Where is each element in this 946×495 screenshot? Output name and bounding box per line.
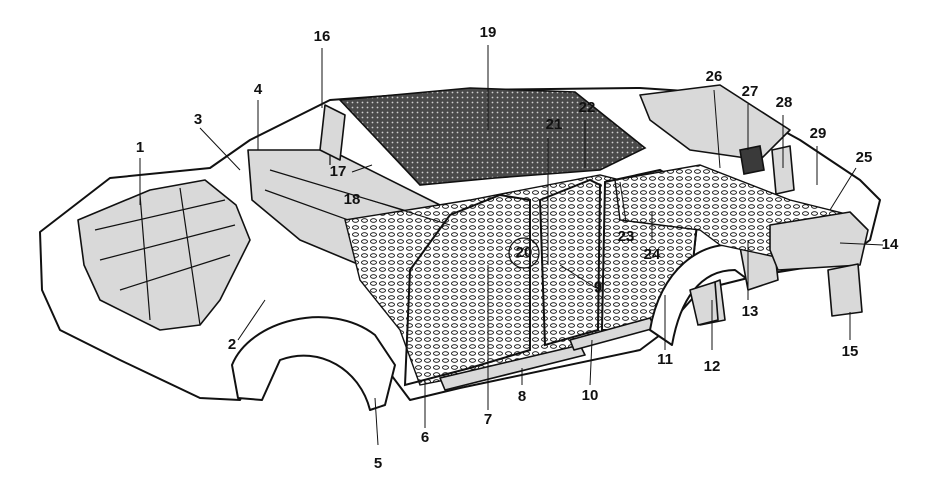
- callout-28: 28: [776, 94, 793, 111]
- callout-24: 24: [644, 246, 661, 263]
- callout-29: 29: [810, 125, 827, 142]
- callout-6: 6: [421, 429, 429, 446]
- callout-9: 9: [594, 279, 602, 296]
- callout-1: 1: [136, 139, 144, 156]
- callout-14: 14: [882, 236, 899, 253]
- callout-19: 19: [480, 24, 497, 41]
- callout-21: 21: [546, 116, 563, 133]
- callout-26: 26: [706, 68, 723, 85]
- callout-7: 7: [484, 411, 492, 428]
- callout-4: 4: [254, 81, 263, 98]
- callout-15: 15: [842, 343, 859, 360]
- callout-20-ring: [508, 237, 540, 269]
- callout-17: 17: [330, 163, 347, 180]
- callout-25: 25: [856, 149, 873, 166]
- callout-22: 22: [579, 99, 596, 116]
- rear-trunk-panel: [769, 211, 869, 271]
- callout-27: 27: [742, 83, 759, 100]
- callout-3: 3: [194, 111, 202, 128]
- callout-8: 8: [518, 388, 526, 405]
- callout-11: 11: [657, 351, 673, 368]
- callout-20: 20: [516, 244, 533, 261]
- callout-10: 10: [582, 387, 599, 404]
- callout-12: 12: [704, 358, 721, 375]
- sill-panels: [439, 317, 656, 391]
- front-wheel-arch: [231, 316, 396, 411]
- hood-insulation-panel: [77, 179, 251, 331]
- callout-numbers: 1 2 3 4 5 6 7 8 9 10 11 12 13 14 15 16 1…: [136, 24, 899, 472]
- callout-13: 13: [742, 303, 759, 320]
- small-brackets: [689, 145, 863, 326]
- leader-lines: [139, 45, 884, 446]
- callout-18: 18: [344, 191, 361, 208]
- callout-2: 2: [228, 336, 236, 353]
- callout-16: 16: [314, 28, 331, 45]
- callout-23: 23: [618, 228, 635, 245]
- callout-5: 5: [374, 455, 382, 472]
